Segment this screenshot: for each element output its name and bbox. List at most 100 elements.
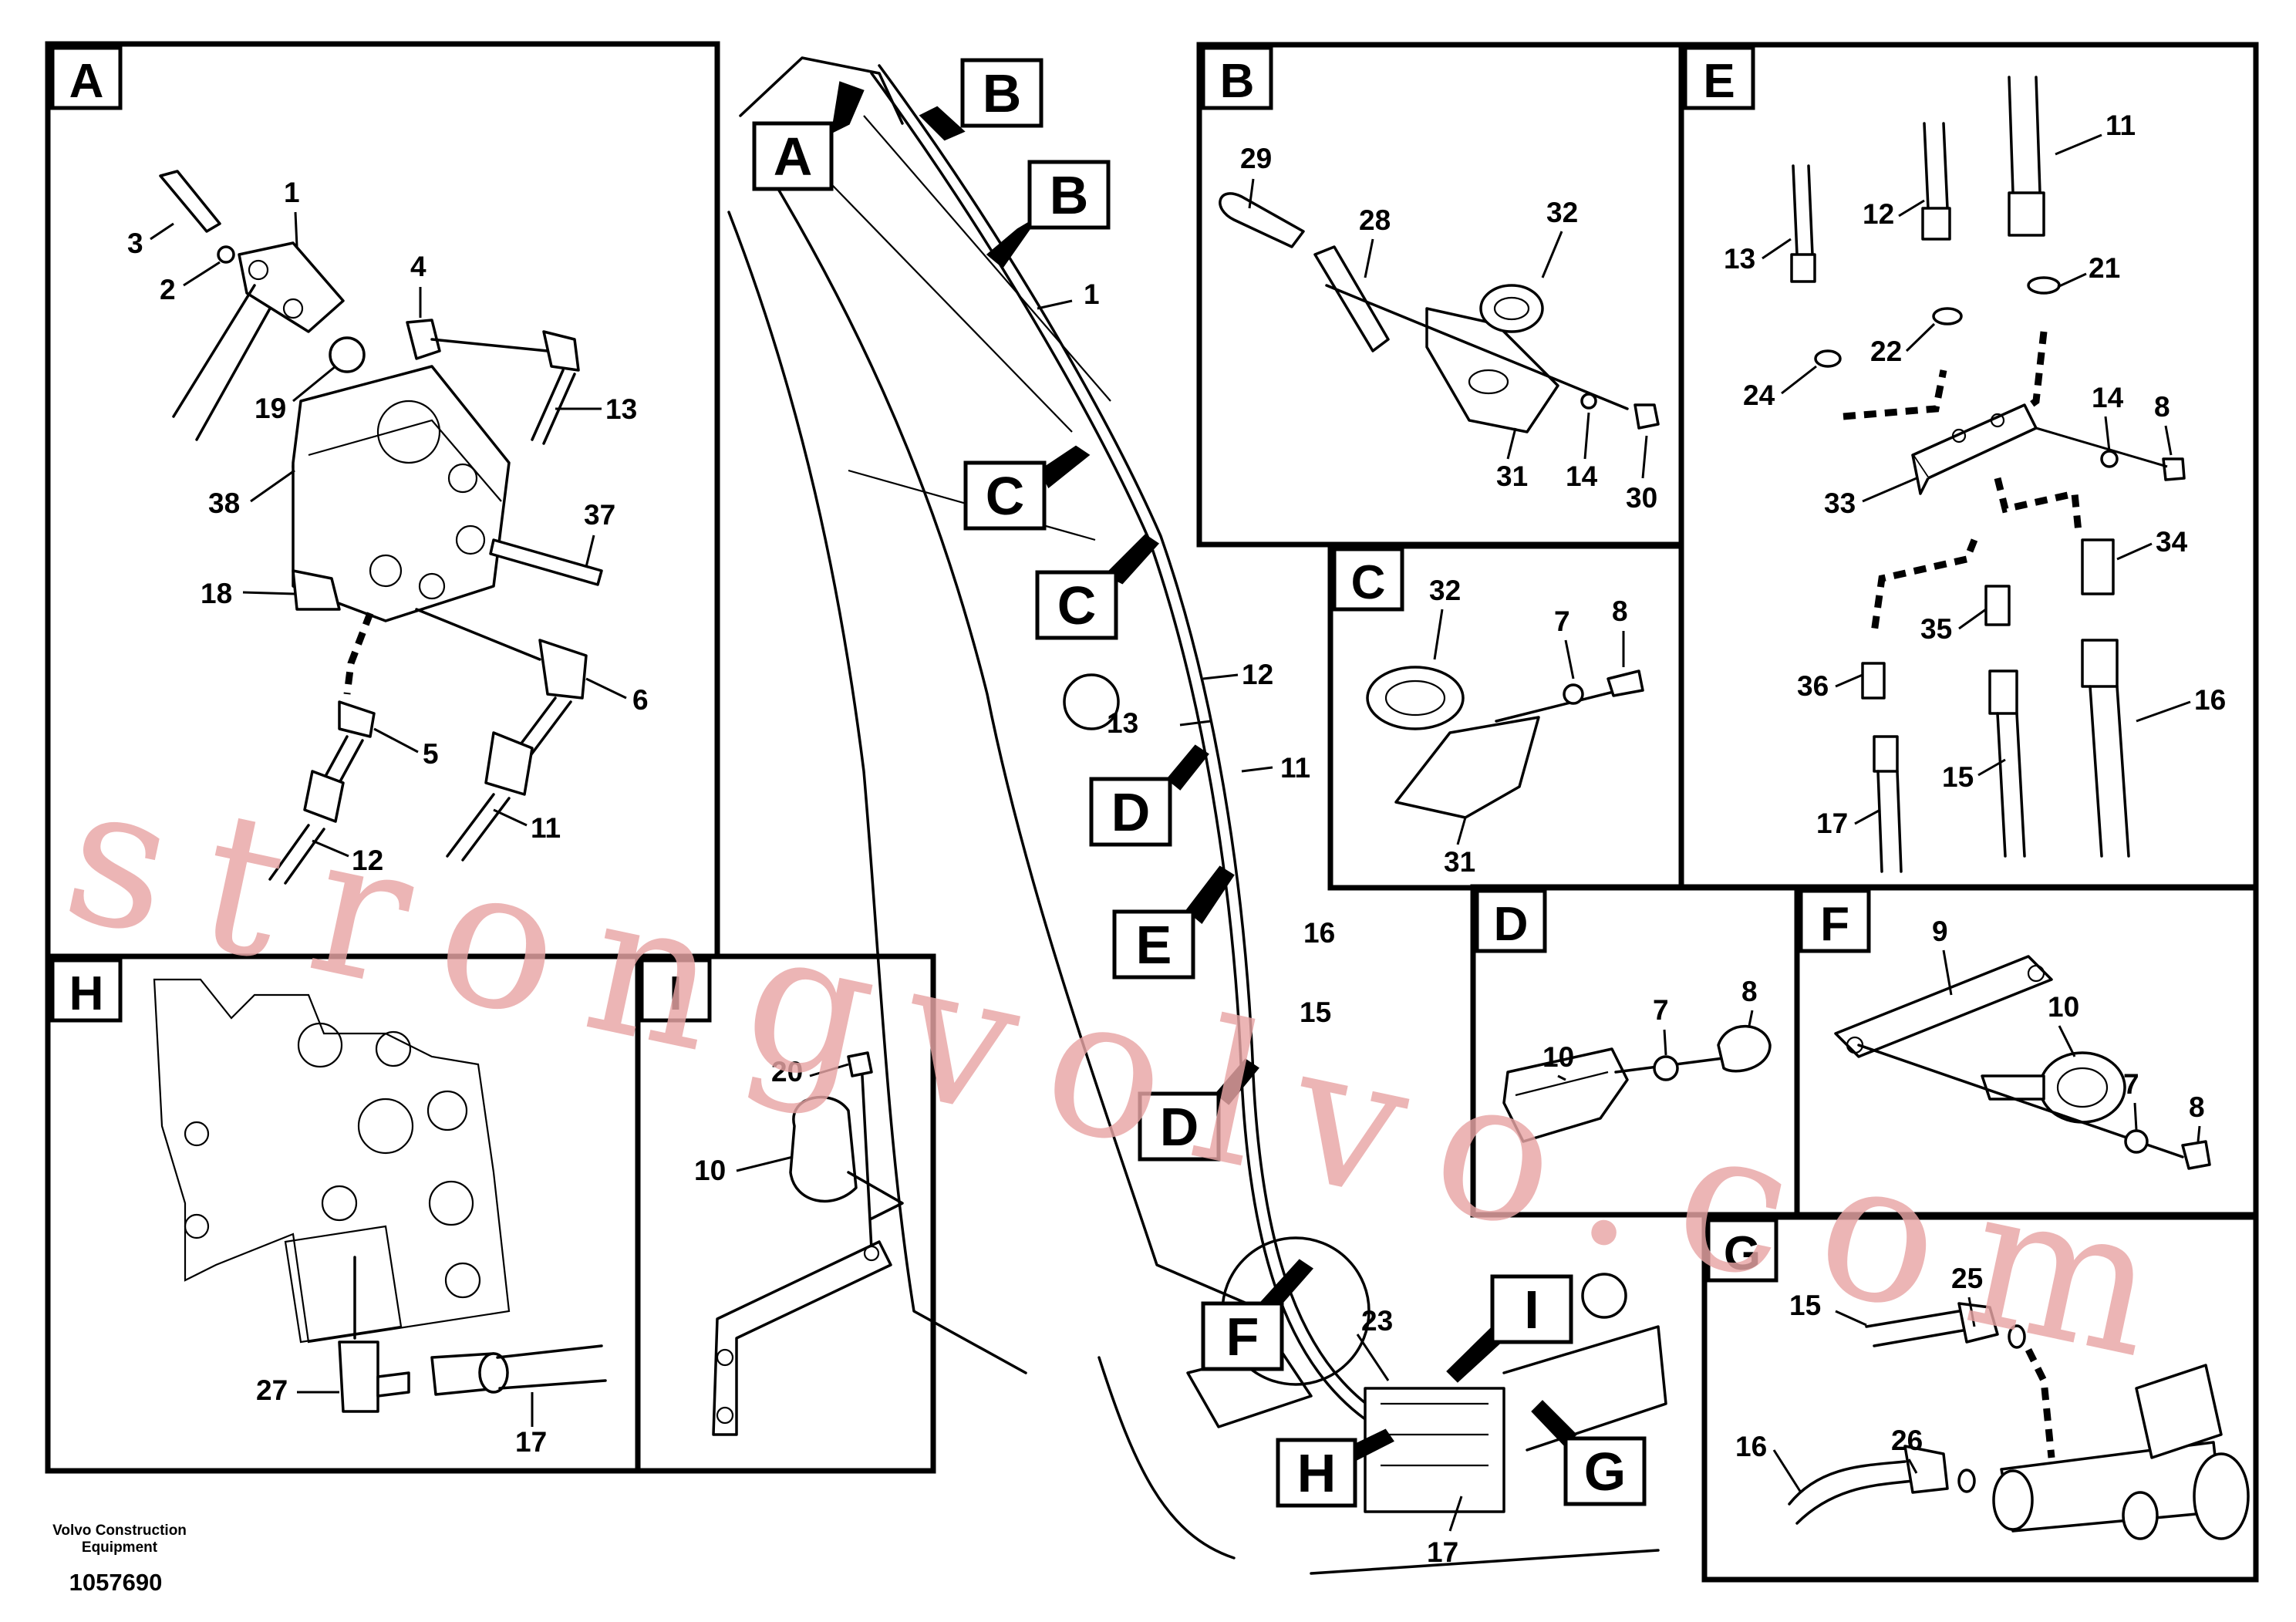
e-num-33: 33 bbox=[1824, 487, 1856, 519]
boom-num-16: 16 bbox=[1303, 917, 1335, 949]
panel-g: G 15 25 16 26 bbox=[1701, 1214, 2259, 1583]
a-num-37: 37 bbox=[584, 499, 615, 531]
boom-tag-d-1: D bbox=[1089, 744, 1209, 847]
boom-tag-h: H bbox=[1276, 1428, 1394, 1508]
boom-tag-a-letter: A bbox=[774, 126, 813, 187]
boom-tag-c-2-letter: C bbox=[1057, 575, 1097, 636]
i-num-20: 20 bbox=[771, 1056, 803, 1088]
a-num-12: 12 bbox=[352, 845, 383, 876]
e-num-35: 35 bbox=[1920, 613, 1952, 645]
h-num-27: 27 bbox=[256, 1374, 288, 1406]
a-num-5: 5 bbox=[423, 738, 439, 770]
boom-tag-b-1: B bbox=[919, 58, 1043, 141]
boom-tag-b-2-letter: B bbox=[1050, 165, 1089, 225]
e-num-36: 36 bbox=[1797, 670, 1829, 702]
e-num-21: 21 bbox=[2089, 252, 2120, 284]
a-num-11: 11 bbox=[531, 812, 561, 844]
e-num-14: 14 bbox=[2092, 382, 2124, 413]
boom-tag-b-1-letter: B bbox=[983, 63, 1022, 123]
a-num-13: 13 bbox=[605, 393, 637, 425]
g-num-15: 15 bbox=[1789, 1290, 1821, 1321]
b-num-31: 31 bbox=[1496, 460, 1528, 492]
boom-tag-c-1-letter: C bbox=[986, 466, 1025, 526]
e-num-12: 12 bbox=[1863, 198, 1894, 230]
company-line-1: Volvo Construction bbox=[52, 1523, 187, 1539]
boom-tag-a: A bbox=[752, 81, 865, 191]
boom-num-13: 13 bbox=[1107, 707, 1138, 739]
e-num-13: 13 bbox=[1724, 243, 1755, 275]
e-num-22: 22 bbox=[1870, 336, 1902, 367]
boom-num-17: 17 bbox=[1427, 1536, 1458, 1568]
c-num-7: 7 bbox=[1554, 605, 1570, 637]
panel-i: I 20 10 bbox=[635, 953, 936, 1474]
b-num-32: 32 bbox=[1546, 197, 1578, 228]
panel-d-letter: D bbox=[1494, 898, 1529, 951]
boom-tag-e: E bbox=[1112, 865, 1235, 980]
a-num-38: 38 bbox=[208, 487, 240, 519]
d-num-7: 7 bbox=[1653, 994, 1669, 1026]
company-line-2: Equipment bbox=[82, 1539, 158, 1556]
drawing-id: 1057690 bbox=[69, 1569, 163, 1596]
h-num-17: 17 bbox=[515, 1426, 547, 1458]
c-num-31: 31 bbox=[1444, 846, 1475, 878]
c-num-32: 32 bbox=[1429, 575, 1461, 606]
b-num-30: 30 bbox=[1626, 482, 1657, 514]
panel-g-letter: G bbox=[1724, 1227, 1761, 1280]
f-num-8: 8 bbox=[2189, 1091, 2205, 1123]
e-num-15: 15 bbox=[1942, 761, 1974, 793]
panel-a: A bbox=[45, 41, 720, 959]
boom-num-11: 11 bbox=[1280, 752, 1310, 784]
a-num-18: 18 bbox=[201, 578, 232, 609]
boom-num-15: 15 bbox=[1300, 996, 1331, 1028]
panel-a-letter: A bbox=[69, 55, 104, 108]
a-num-1: 1 bbox=[284, 177, 300, 208]
boom-tag-d-1-letter: D bbox=[1111, 782, 1151, 842]
f-num-7: 7 bbox=[2123, 1068, 2139, 1100]
boom-num-1: 1 bbox=[1084, 278, 1100, 310]
footer: Volvo Construction Equipment 1057690 bbox=[52, 1523, 187, 1596]
boom-num-12: 12 bbox=[1242, 659, 1273, 690]
boom-tag-b-2: B bbox=[986, 160, 1111, 268]
boom-tag-d-2: D bbox=[1138, 1058, 1259, 1162]
c-num-8: 8 bbox=[1612, 595, 1628, 627]
a-num-3: 3 bbox=[127, 228, 143, 259]
e-num-16: 16 bbox=[2194, 684, 2226, 716]
f-num-9: 9 bbox=[1932, 916, 1948, 947]
a-num-2: 2 bbox=[160, 274, 176, 305]
g-num-25: 25 bbox=[1951, 1263, 1983, 1294]
i-num-10: 10 bbox=[694, 1155, 726, 1186]
boom-tag-h-letter: H bbox=[1297, 1443, 1337, 1503]
e-num-34: 34 bbox=[2156, 526, 2188, 558]
e-num-17: 17 bbox=[1816, 808, 1848, 839]
b-num-14: 14 bbox=[1566, 460, 1598, 492]
d-num-10: 10 bbox=[1542, 1041, 1574, 1073]
g-num-16: 16 bbox=[1735, 1431, 1767, 1462]
panel-f-letter: F bbox=[1820, 898, 1849, 951]
boom-num-23: 23 bbox=[1361, 1305, 1393, 1337]
panel-h-letter: H bbox=[69, 967, 104, 1020]
panel-c-letter: C bbox=[1351, 556, 1386, 609]
boom-tag-c-2: C bbox=[1035, 534, 1160, 640]
boom-tag-c-1: C bbox=[963, 445, 1091, 531]
boom-tag-f-letter: F bbox=[1226, 1307, 1259, 1367]
e-num-8: 8 bbox=[2154, 391, 2170, 423]
g-num-26: 26 bbox=[1891, 1425, 1923, 1456]
boom-tag-d-2-letter: D bbox=[1160, 1097, 1199, 1157]
boom-tag-i-letter: I bbox=[1524, 1280, 1539, 1340]
b-num-28: 28 bbox=[1359, 204, 1391, 236]
e-num-11: 11 bbox=[2106, 110, 2136, 141]
d-num-8: 8 bbox=[1741, 976, 1758, 1007]
boom-tag-i: I bbox=[1446, 1274, 1573, 1383]
panel-e-letter: E bbox=[1703, 55, 1735, 108]
panel-e: E 11 12 bbox=[1678, 42, 2259, 891]
a-num-4: 4 bbox=[410, 251, 426, 282]
panel-h: H 27 17 bbox=[45, 953, 641, 1474]
a-num-6: 6 bbox=[632, 684, 649, 716]
f-num-10: 10 bbox=[2048, 991, 2079, 1023]
e-num-24: 24 bbox=[1743, 379, 1775, 411]
panel-b-letter: B bbox=[1220, 55, 1255, 108]
panel-i-letter: I bbox=[669, 967, 682, 1020]
boom-tag-g: G bbox=[1531, 1400, 1647, 1506]
a-num-19: 19 bbox=[255, 393, 286, 424]
